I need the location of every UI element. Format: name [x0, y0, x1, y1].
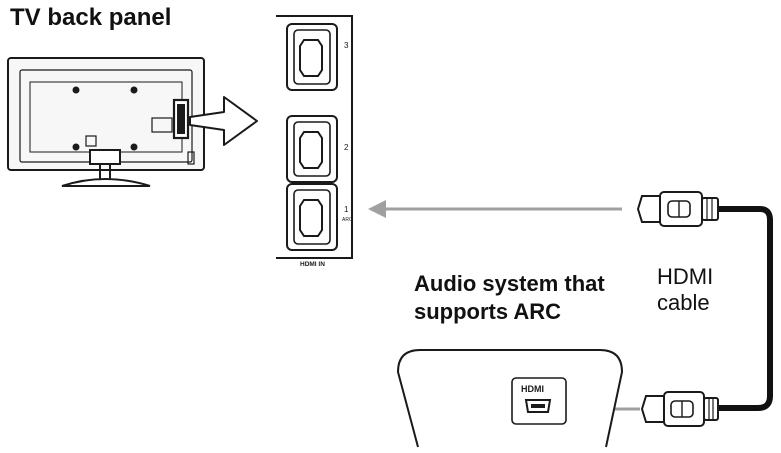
stand-neck-top	[89, 149, 121, 165]
stand-neck	[99, 164, 111, 180]
tv-port-block	[151, 117, 173, 133]
hdmi-port-1	[286, 183, 338, 251]
hdmi-in-label: HDMI IN	[300, 261, 325, 268]
hdmi-connector-top	[636, 191, 719, 227]
screw-hole	[72, 86, 80, 94]
audio-system-label-line1: Audio system that	[414, 271, 605, 296]
tv-back-panel-title: TV back panel	[10, 4, 172, 31]
tv-hdmi-ports	[177, 104, 185, 134]
hdmi-port-3	[286, 23, 338, 91]
screw-hole	[130, 86, 138, 94]
zoom-arrow	[189, 96, 258, 146]
audio-hdmi-port-label: HDMI	[521, 384, 544, 394]
tv-side-port	[187, 151, 195, 165]
audio-system-label: Audio system that supports ARC	[414, 270, 605, 326]
audio-system-label-line2: supports ARC	[414, 299, 562, 324]
hdmi-cable-label-line2: cable	[657, 290, 710, 315]
hdmi-panel	[276, 15, 353, 259]
audio-system-device	[396, 349, 624, 448]
stand-base	[61, 178, 151, 187]
hdmi-cable-label: HDMI cable	[657, 264, 713, 316]
port-1-arc-label: ARC	[342, 217, 353, 223]
screw-hole	[130, 143, 138, 151]
signal-arrow-to-tv	[368, 200, 622, 218]
audio-device-body	[396, 349, 624, 448]
screw-hole	[72, 143, 80, 151]
hdmi-cable	[715, 206, 773, 411]
port-1-number: 1	[344, 205, 349, 214]
hdmi-cable-label-line1: HDMI	[657, 264, 714, 289]
port-3-number: 3	[344, 41, 349, 50]
hdmi-port-2	[286, 115, 338, 183]
hdmi-connector-bottom	[640, 391, 719, 427]
port-2-number: 2	[344, 143, 349, 152]
tv-clip	[85, 135, 97, 147]
tv-back-illustration	[7, 57, 205, 187]
